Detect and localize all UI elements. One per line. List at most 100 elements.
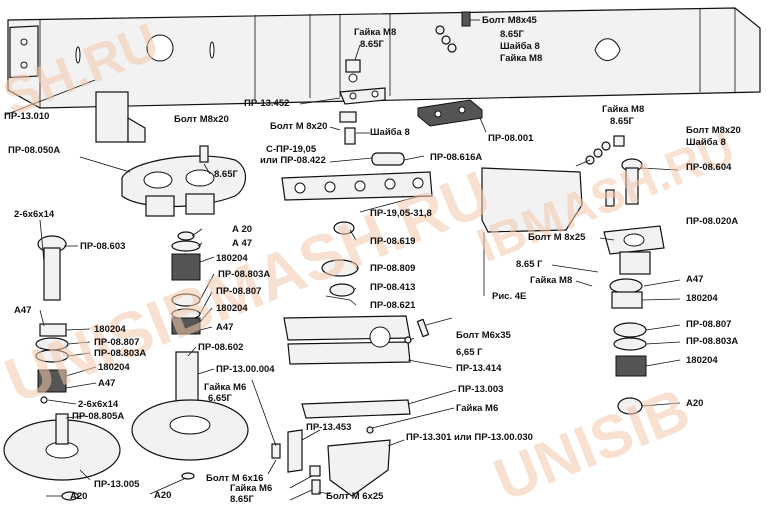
label-pr13452: ПР-13.452 bbox=[244, 98, 290, 109]
bearing-stack-left bbox=[35, 323, 69, 404]
label-pr13005: ПР-13.005 bbox=[94, 479, 140, 490]
label-pr08807-mid: ПР-08.807 bbox=[216, 286, 262, 297]
label-a20-mid: А 20 bbox=[232, 224, 253, 235]
label-pr13010: ПР-13.010 bbox=[4, 111, 50, 122]
label-nut-m8-r2: Гайка М8 bbox=[530, 275, 573, 286]
label-pin-2x6x14-a: 2-6х6х14 bbox=[14, 209, 55, 220]
label-pr08604: ПР-08.604 bbox=[686, 162, 732, 173]
label-bolt-m8x25: Болт М 8х25 bbox=[528, 232, 586, 243]
label-nut-m6-c: Гайка М6 bbox=[230, 483, 273, 494]
label-washer8-mid: Шайба 8 bbox=[370, 127, 410, 138]
label-pr08603: ПР-08.603 bbox=[80, 241, 126, 252]
figure-4e-plate bbox=[481, 167, 583, 233]
bolts-m6-bottom bbox=[271, 426, 374, 495]
label-180204-right2: 180204 bbox=[686, 355, 718, 366]
leader-lines bbox=[39, 44, 681, 501]
bolt-m6x35 bbox=[404, 317, 453, 344]
label-cpr1905: С-ПР-19,05 bbox=[266, 144, 317, 155]
part-pr13301 bbox=[327, 439, 391, 497]
label-bolt-m6x25: Болт М 6х25 bbox=[326, 491, 384, 502]
label-180204-left: 180204 bbox=[94, 324, 126, 335]
label-nut-m6-a: Гайка М6 bbox=[204, 382, 247, 393]
label-a20-right: А20 bbox=[686, 398, 704, 409]
label-pr08050a: ПР-08.050А bbox=[8, 145, 61, 156]
label-665g-b: 6,65 Г bbox=[456, 347, 483, 358]
label-865g-r2: 8.65 Г bbox=[516, 259, 543, 270]
part-pr08020a bbox=[603, 225, 665, 275]
part-pr13003 bbox=[301, 399, 411, 419]
label-a47-left2: А47 bbox=[98, 378, 116, 389]
label-pr08001: ПР-08.001 bbox=[488, 133, 534, 144]
label-180204-left2: 180204 bbox=[98, 362, 130, 373]
label-pr13301: ПР-13.301 или ПР-13.00.030 bbox=[406, 432, 533, 443]
label-665g-a: 6.65Г bbox=[208, 393, 232, 404]
label-180204-mid1: 180204 bbox=[216, 253, 248, 264]
part-pr08050a bbox=[121, 155, 247, 217]
label-865g-right-top: 8.65Г bbox=[500, 29, 524, 40]
label-nut-m8-top: Гайка М8 bbox=[354, 27, 397, 38]
label-pr08616a: ПР-08.616А bbox=[430, 152, 483, 163]
label-fig-4e: Рис. 4Е bbox=[492, 291, 527, 302]
bolt-m8x45-top bbox=[435, 11, 480, 53]
label-pr08413: ПР-08.413 bbox=[370, 282, 416, 293]
part-pr13414 bbox=[283, 315, 411, 365]
rotor-pr1300004 bbox=[131, 351, 249, 480]
label-washer8-right: Шайба 8 bbox=[686, 137, 726, 148]
nut-m8-top bbox=[345, 59, 361, 83]
label-pr08803a-right: ПР-08.803А bbox=[686, 336, 739, 347]
label-180204-mid2: 180204 bbox=[216, 303, 248, 314]
label-865g-right: 8.65Г bbox=[610, 116, 634, 127]
label-pr08805a: ПР-08.805А bbox=[72, 411, 125, 422]
part-pr08001 bbox=[417, 99, 483, 127]
label-bolt-m8x45: Болт М8х45 bbox=[482, 15, 537, 26]
label-865g-c: 8.65Г bbox=[230, 494, 254, 505]
label-or-pr08422: или ПР-08.422 bbox=[260, 155, 326, 166]
label-180204-right: 180204 bbox=[686, 293, 718, 304]
chain-pr1905 bbox=[281, 152, 433, 201]
label-pr08807-right: ПР-08.807 bbox=[686, 319, 732, 330]
label-bolt-m6x35: Болт М6х35 bbox=[456, 330, 511, 341]
label-a47-right: А47 bbox=[686, 274, 704, 285]
label-washer8-top: Шайба 8 bbox=[500, 41, 540, 52]
bearing-stack-middle bbox=[171, 145, 209, 335]
label-pr08807-left: ПР-08.807 bbox=[94, 337, 140, 348]
gear-pr13005 bbox=[3, 413, 121, 501]
label-pin-2x6x14-b: 2-6х6х14 bbox=[78, 399, 119, 410]
label-pr08621: ПР-08.621 bbox=[370, 300, 416, 311]
label-pr13003: ПР-13.003 bbox=[458, 384, 504, 395]
label-nut-m8-right-top: Гайка М8 bbox=[500, 53, 543, 64]
label-a20-bottom-mid: А20 bbox=[154, 490, 172, 501]
part-pr08604 bbox=[605, 158, 643, 207]
label-a20-bottom-left: А20 bbox=[70, 491, 88, 502]
label-a47-mid: А 47 bbox=[232, 238, 253, 249]
label-pr13453: ПР-13.453 bbox=[306, 422, 352, 433]
washers-right-top bbox=[585, 135, 625, 165]
label-a47-left: А47 bbox=[14, 305, 32, 316]
part-pr13452 bbox=[339, 87, 386, 105]
label-865g-top: 8.65Г bbox=[360, 39, 384, 50]
label-a47-mid2: А47 bbox=[216, 322, 234, 333]
label-nut-m8-right: Гайка М8 bbox=[602, 104, 645, 115]
label-bolt-m8x20-right: Болт М8х20 bbox=[686, 125, 741, 136]
label-pr1905318: ПР-19,05-31,8 bbox=[370, 208, 432, 219]
label-pr08602: ПР-08.602 bbox=[198, 342, 244, 353]
part-pr08603 bbox=[37, 235, 67, 301]
label-bolt-m8x20-b: Болт М 8х20 bbox=[270, 121, 328, 132]
label-pr08020a: ПР-08.020А bbox=[686, 216, 739, 227]
label-nut-m6-b: Гайка М6 bbox=[456, 403, 499, 414]
label-pr08809: ПР-08.809 bbox=[370, 263, 416, 274]
label-865g-left: 8.65Г bbox=[214, 169, 238, 180]
label-pr08803a-mid: ПР-08.803А bbox=[218, 269, 271, 280]
label-pr08803a-left: ПР-08.803А bbox=[94, 348, 147, 359]
label-pr08619: ПР-08.619 bbox=[370, 236, 416, 247]
label-bolt-m8x20-a: Болт М8х20 bbox=[174, 114, 229, 125]
label-bolt-m6x16: Болт М 6х16 bbox=[206, 473, 264, 484]
part-pr13453 bbox=[287, 429, 303, 473]
label-pr1300004: ПР-13.00.004 bbox=[216, 364, 275, 375]
label-pr13414: ПР-13.414 bbox=[456, 363, 502, 374]
frame-beam bbox=[4, 7, 761, 143]
bolt-m8x20-mid bbox=[339, 111, 370, 145]
bearing-stack-right bbox=[609, 278, 647, 415]
